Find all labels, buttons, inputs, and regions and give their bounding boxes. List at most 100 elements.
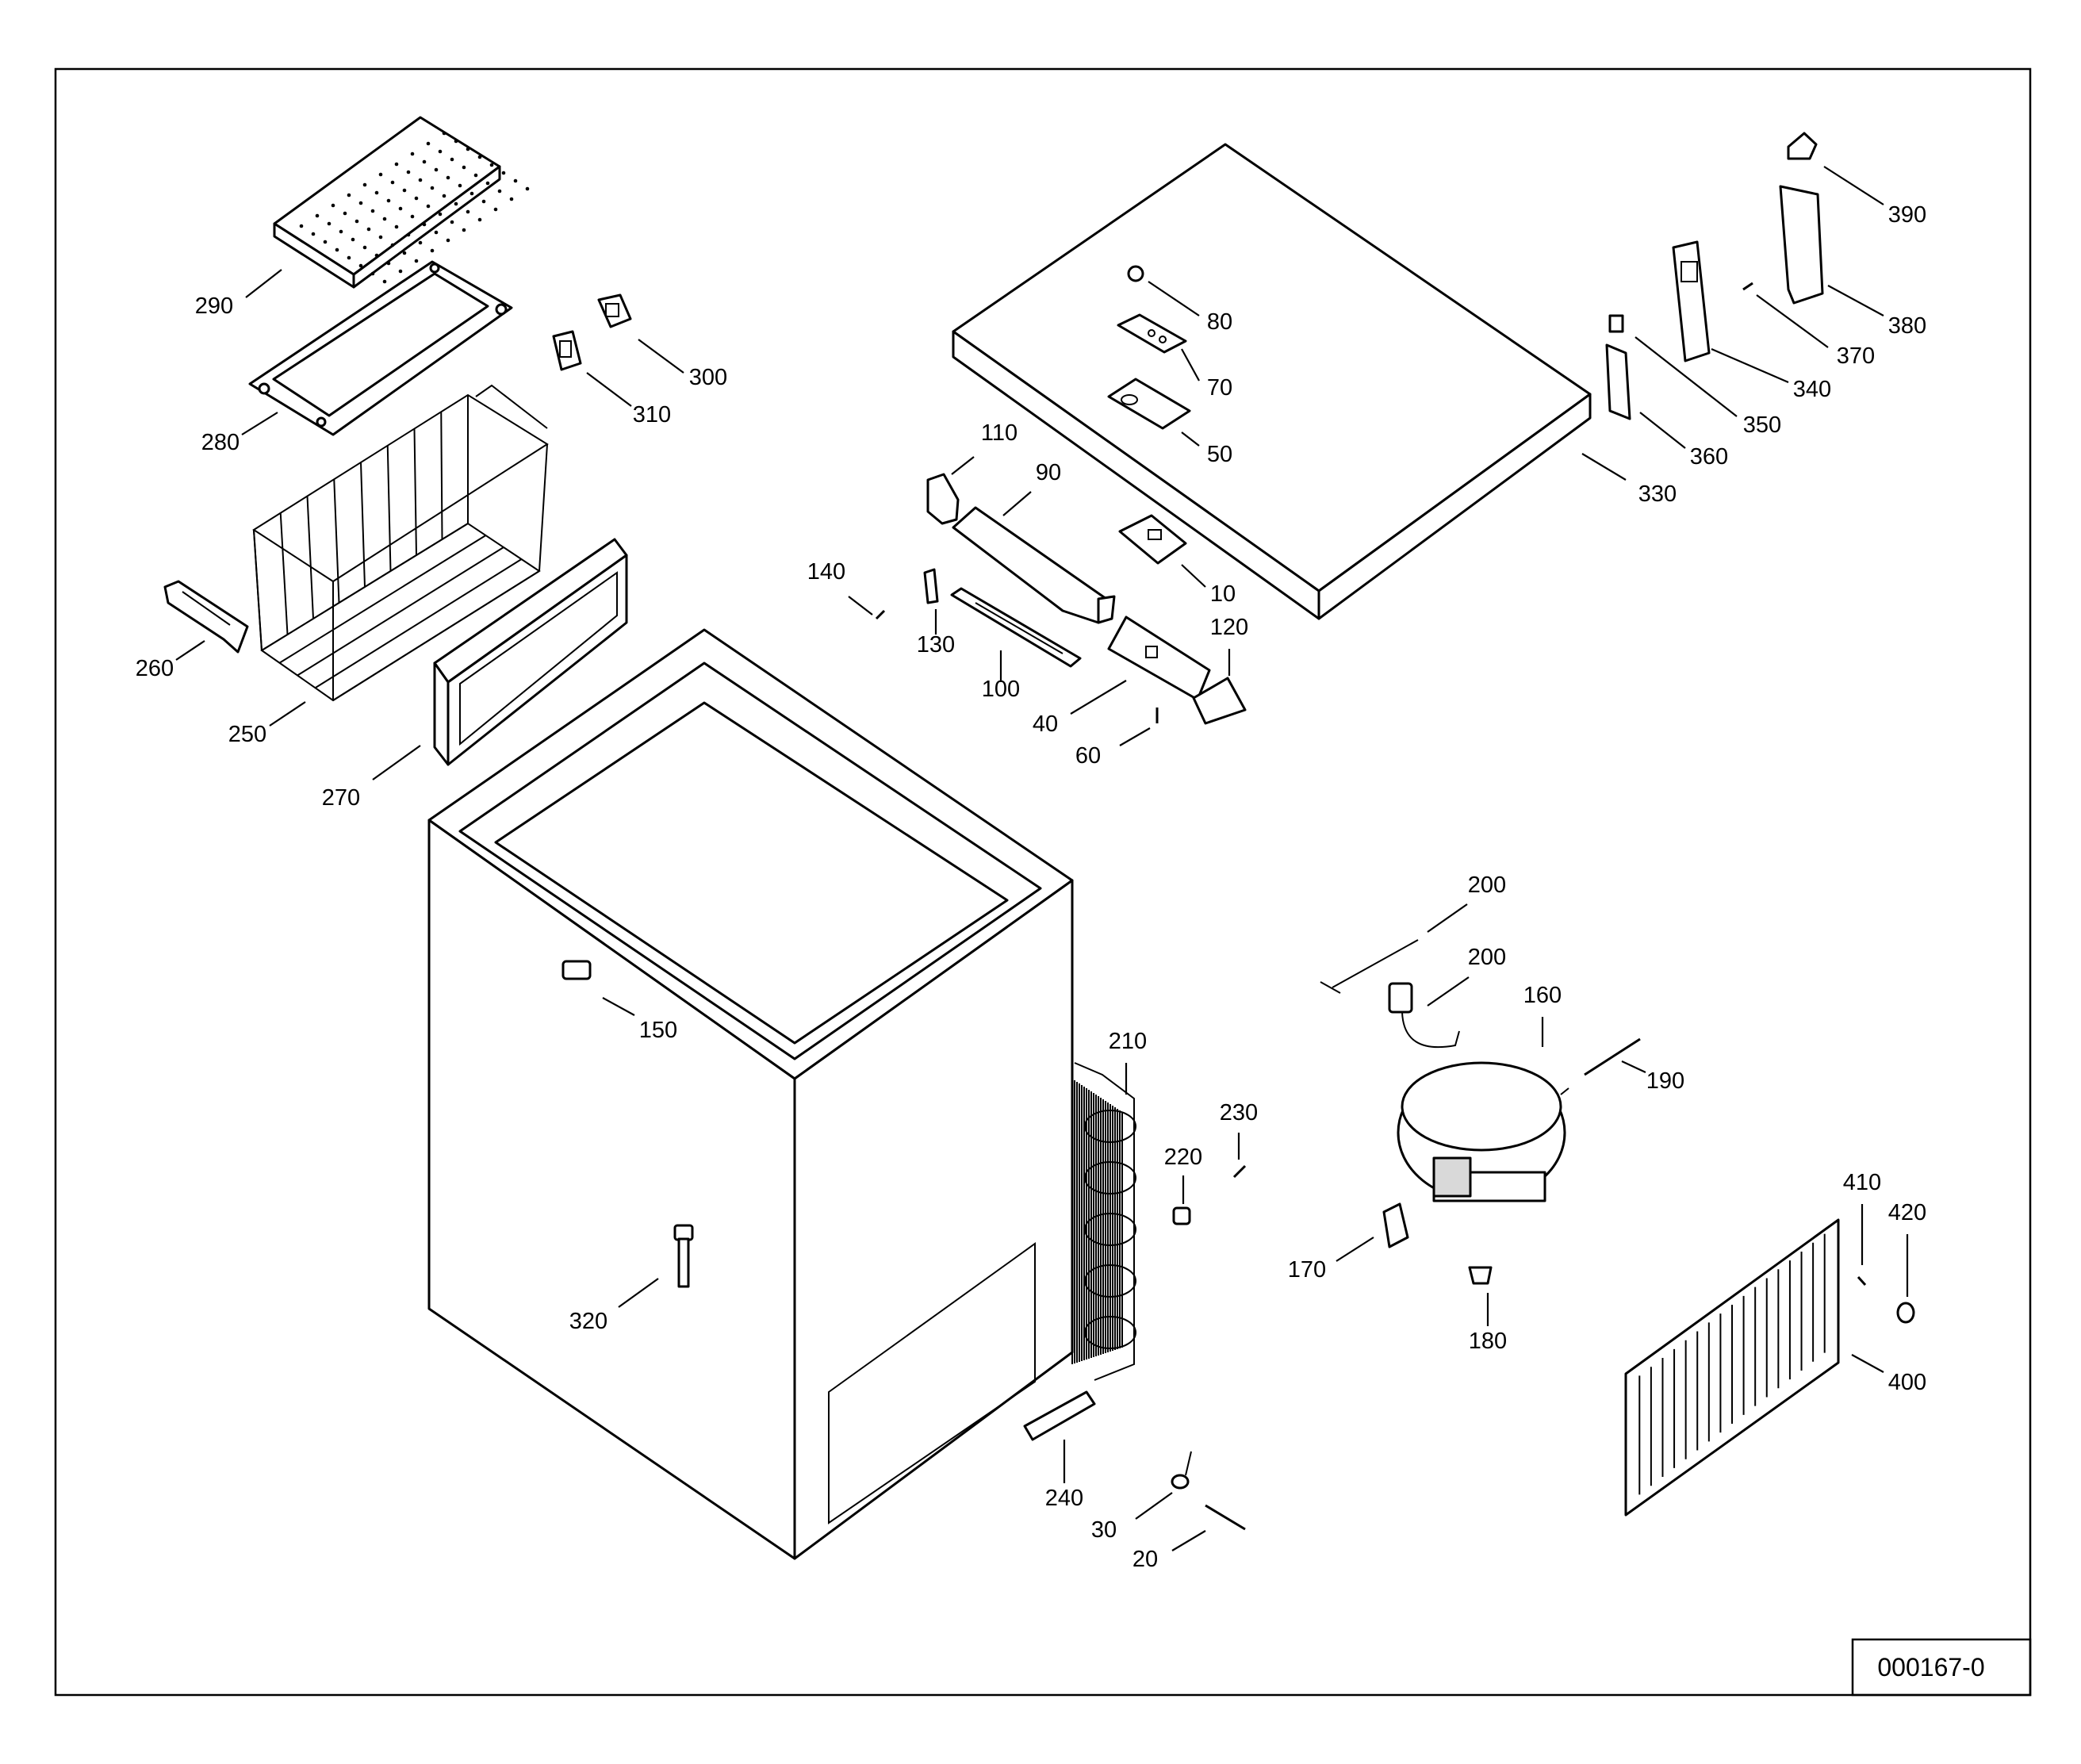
callout-label: 130 [917,632,955,658]
callout-300: 300 [638,339,727,390]
callout-label: 150 [639,1018,677,1043]
callout-170: 170 [1288,1237,1374,1283]
callout-leader [1336,1237,1374,1262]
callout-label: 40 [1033,711,1058,737]
callout-leader [1427,903,1468,933]
callout-360: 360 [1639,412,1728,470]
callout-leader [1135,1492,1173,1520]
callout-leader [1002,491,1032,516]
callout-320: 320 [569,1278,659,1334]
callout-leader [1635,336,1738,417]
callout-leader [1070,680,1127,715]
part-110-end-cap [926,473,960,525]
part-340-fitting [1608,314,1624,333]
part-140-screw [875,609,886,620]
part-280-frame [248,260,513,436]
callout-label: 210 [1109,1029,1147,1054]
callout-330: 330 [1581,453,1677,507]
callout-label: 250 [228,722,266,747]
callout-label: 370 [1837,343,1875,369]
part-40-hinge [1107,615,1211,701]
callout-leader [586,372,632,407]
callout-140: 140 [807,559,873,615]
part-250-wire-basket [252,384,549,702]
callout-290: 290 [195,269,282,319]
part-180-foot [1468,1266,1493,1285]
callout-leader [1639,412,1686,449]
callout-label: 200 [1468,872,1506,898]
callout-leader [1823,166,1884,205]
callout-80: 80 [1148,281,1232,335]
callout-label: 10 [1210,581,1236,607]
callout-390: 390 [1823,166,1926,228]
drawing-frame [54,67,2032,1697]
callout-label: 20 [1132,1547,1158,1572]
callout-40: 40 [1033,680,1127,737]
callout-label: 390 [1888,202,1926,228]
callout-210: 210 [1109,1029,1147,1095]
part-210-condenser [1071,1062,1136,1381]
drawing-ref-box [1851,1638,2032,1697]
part-320-drain-plug [673,1224,694,1288]
callout-240: 240 [1045,1440,1083,1511]
callout-leader [1756,294,1829,348]
callout-230: 230 [1220,1100,1258,1160]
callout-label: 290 [195,293,233,319]
part-220-grommet [1172,1206,1191,1225]
callout-220: 220 [1164,1145,1202,1204]
callout-label: 260 [136,656,174,681]
part-150-handle [561,960,592,980]
part-50-thermostat-panel [1107,378,1191,430]
callout-70: 70 [1181,348,1232,401]
callout-leader [1427,976,1470,1007]
callout-leader [241,412,278,435]
part-310-clip [552,330,582,371]
callout-leader [951,456,975,475]
callout-50: 50 [1181,431,1232,467]
part-390-cap [1787,132,1818,160]
part-360-plate [1605,343,1631,420]
callout-leader [1851,1354,1884,1373]
callout-200b: 200 [1427,945,1506,1007]
part-80-indicator [1127,265,1144,282]
callout-leader [638,339,684,374]
callout-340: 340 [1711,347,1831,402]
callout-label: 160 [1523,983,1562,1008]
callout-leader [269,701,306,727]
callout-leader [372,745,421,780]
callout-310: 310 [586,372,671,428]
callout-label: 50 [1207,442,1232,467]
callout-label: 410 [1843,1170,1881,1195]
callout-label: 300 [689,365,727,390]
callout-label: 310 [633,402,671,428]
callout-150: 150 [602,997,677,1043]
part-190-tube [1584,1037,1641,1076]
part-400-grille [1624,1218,1840,1517]
callout-label: 240 [1045,1486,1083,1511]
drawing-ref-label: 000167-0 [1877,1653,1984,1682]
callout-label: 420 [1888,1200,1926,1225]
callout-leader [1181,348,1200,382]
callout-label: 400 [1888,1370,1926,1395]
part-cabinet-body [427,628,1074,1560]
callout-180: 180 [1469,1293,1507,1354]
part-240-drier [1023,1390,1096,1441]
callout-20: 20 [1132,1530,1206,1572]
part-30-clip [1171,1451,1192,1490]
callout-label: 90 [1036,460,1061,485]
part-260-divider [163,580,249,654]
callout-label: 100 [982,677,1020,702]
callout-380: 380 [1827,285,1926,339]
callout-label: 340 [1793,377,1831,402]
part-20-probe [1205,1504,1246,1531]
callout-160: 160 [1523,983,1562,1047]
callout-label: 270 [322,785,360,811]
callout-leader [1119,727,1151,746]
callout-label: 140 [807,559,845,585]
callout-30: 30 [1091,1492,1173,1543]
callout-label: 180 [1469,1329,1507,1354]
part-350-hinge [1672,240,1711,362]
callout-leader [1171,1530,1206,1551]
callout-280: 280 [201,412,278,455]
callout-leader [848,596,873,615]
